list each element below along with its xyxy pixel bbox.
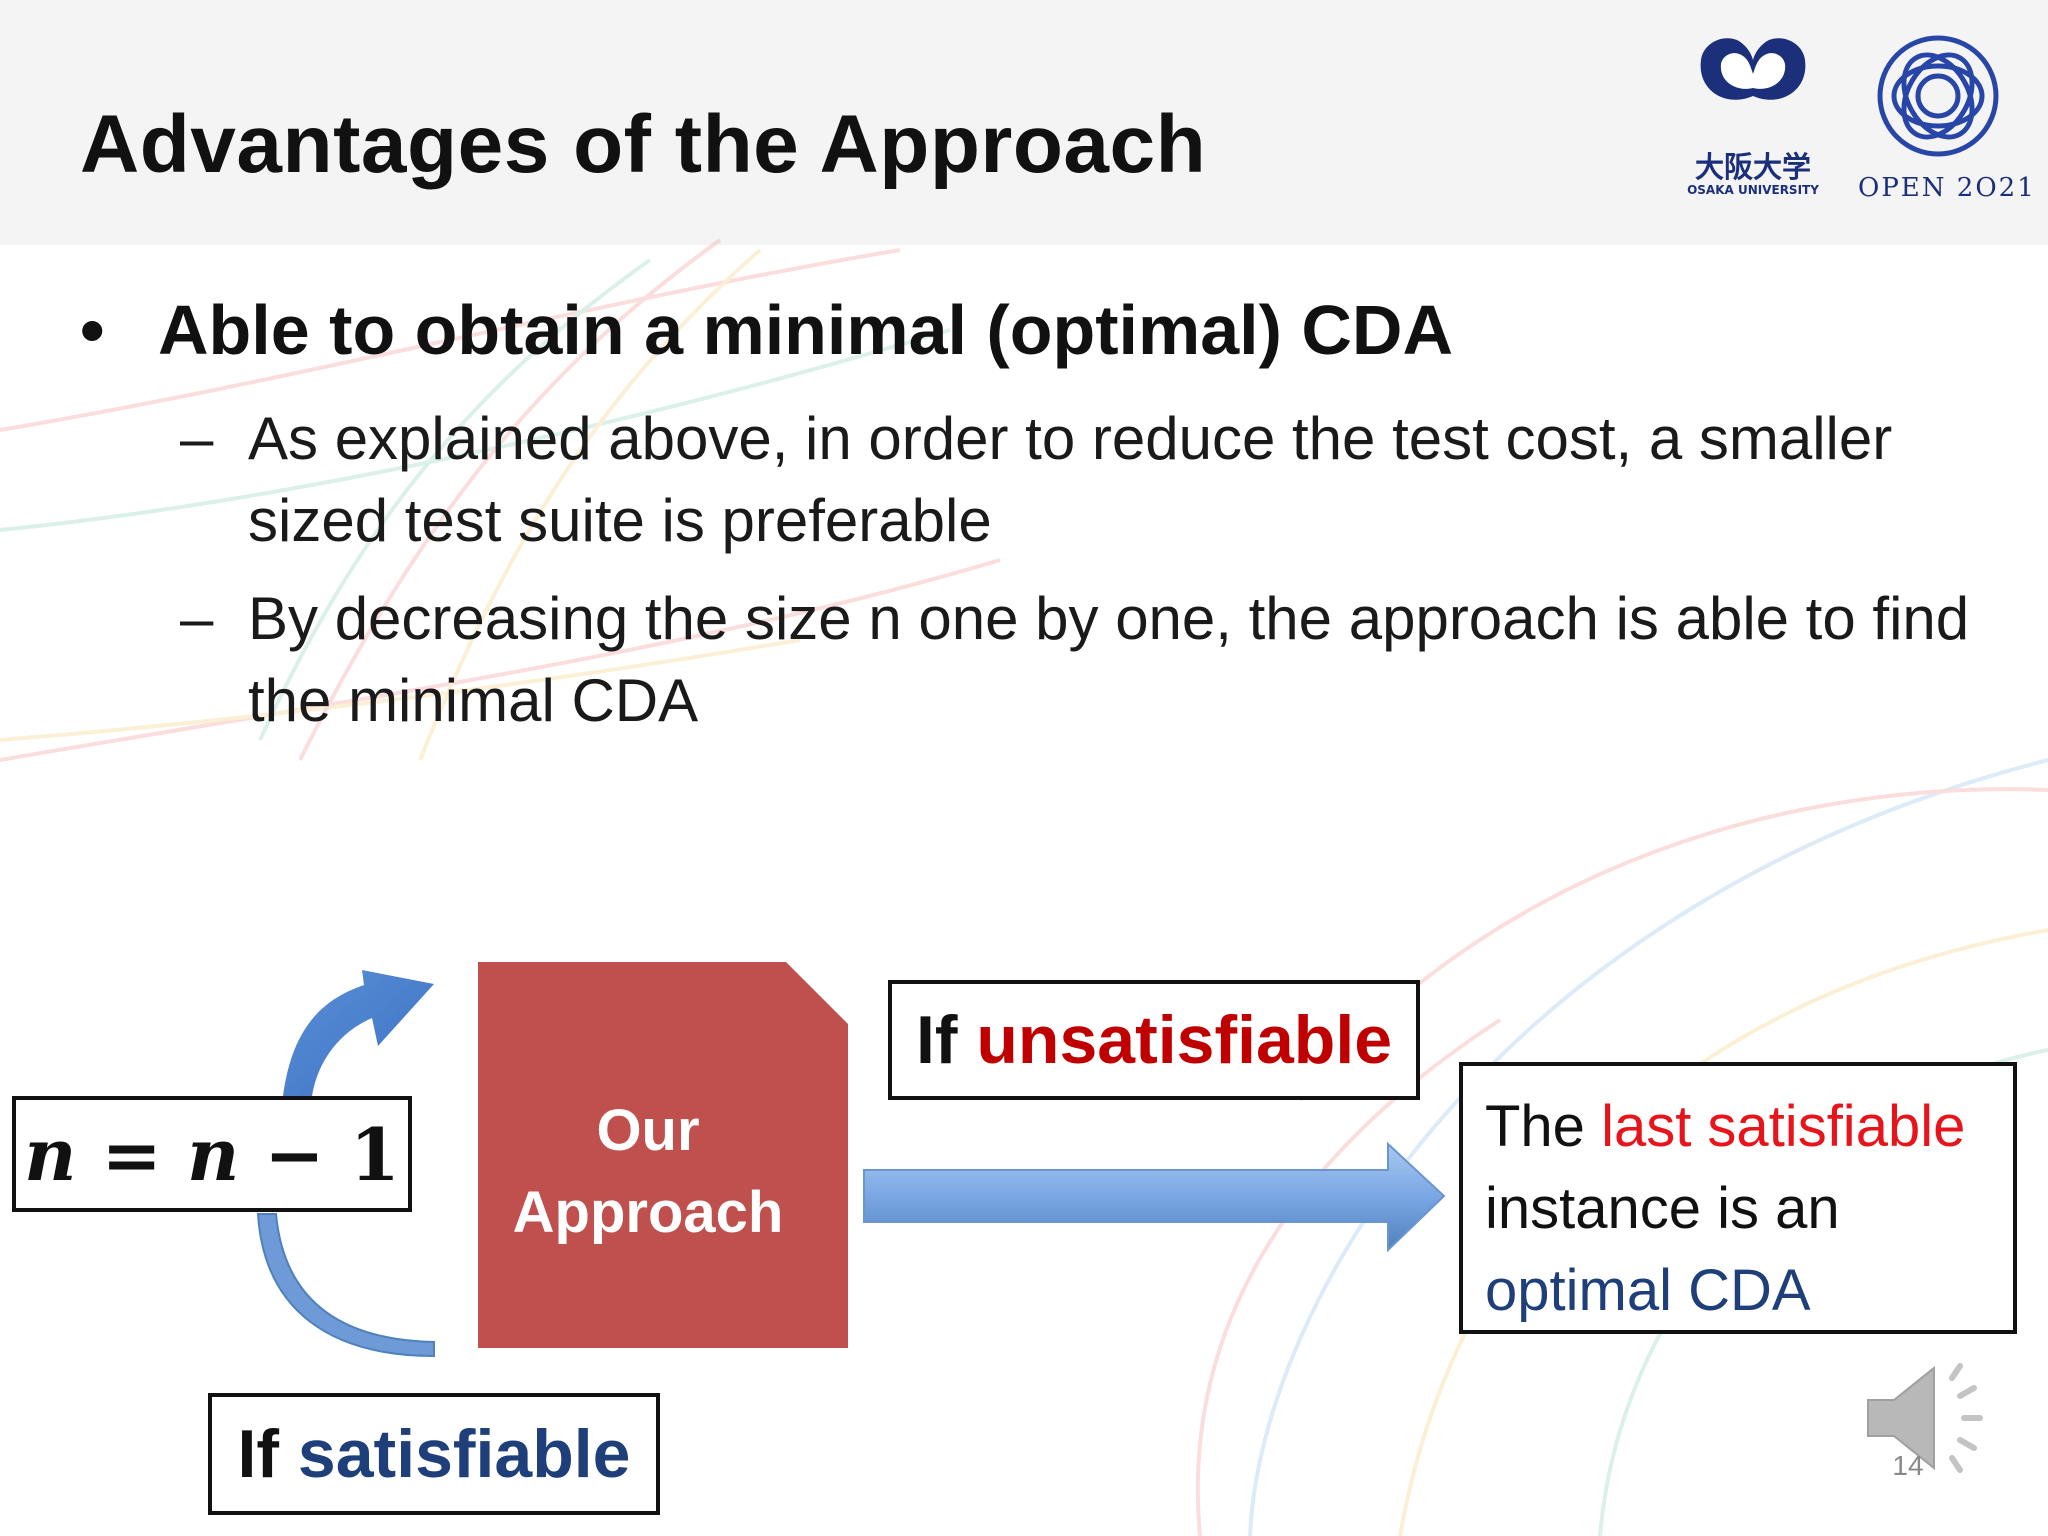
university-kanji-name: 大阪大学 <box>1694 150 1811 184</box>
satisfiable-box: If satisfiable <box>208 1393 660 1515</box>
slide-title: Advantages of the Approach <box>80 99 1207 190</box>
equation-n: n <box>186 1111 240 1197</box>
approach-label-line1: Our <box>596 1098 700 1163</box>
equation-minus: − <box>239 1111 350 1197</box>
equation-box: n = n − 1 <box>12 1096 412 1212</box>
unsatisfiable-label: If unsatisfiable <box>892 984 1416 1096</box>
ginkgo-leaf-icon <box>1700 38 1806 138</box>
loop-down-arrow <box>256 1213 435 1358</box>
unsatisfiable-box: If unsatisfiable <box>888 980 1420 1100</box>
result-highlight-optimal-cda: optimal CDA <box>1485 1258 1811 1323</box>
sub-bullet-text: As explained above, in order to reduce t… <box>248 405 1893 554</box>
interlocking-rings-icon <box>1877 35 1999 157</box>
slide-number: 14 <box>1892 1450 1924 1481</box>
bullet-symbol: • <box>80 291 105 369</box>
sat-prefix: If <box>237 1416 298 1492</box>
result-part3: instance is an <box>1485 1176 1840 1241</box>
open-2021-logo: OPEN 2O21 <box>1858 30 2036 210</box>
result-box: The last satisfiable instance is an opti… <box>1459 1062 2017 1334</box>
unsat-prefix: If <box>915 1002 977 1078</box>
osaka-university-logo: 大阪大学 OSAKA UNIVERSITY <box>1686 30 1820 210</box>
big-right-arrow <box>863 1141 1446 1253</box>
sub-bullet-text: By decreasing the size n one by one, the… <box>248 585 1970 734</box>
approach-label: Our Approach <box>478 1090 818 1254</box>
loop-up-arrow <box>283 970 434 1096</box>
approach-label-line2: Approach <box>512 1180 784 1245</box>
open-2021-text: OPEN 2O21 <box>1858 173 2036 203</box>
university-english-name: OSAKA UNIVERSITY <box>1687 183 1819 197</box>
equation-text: n = n − 1 <box>16 1100 408 1208</box>
sub-bullet-dash: – <box>180 585 214 652</box>
result-highlight-last-satisfiable: last satisfiable <box>1601 1094 1966 1159</box>
satisfiable-label: If satisfiable <box>212 1397 656 1511</box>
result-text: The last satisfiable instance is an opti… <box>1485 1086 2005 1332</box>
unsat-word: unsatisfiable <box>976 1002 1393 1078</box>
sat-word: satisfiable <box>297 1416 631 1492</box>
result-part1: The <box>1485 1094 1602 1159</box>
header-band <box>0 0 2048 245</box>
main-bullet-text: Able to obtain a minimal (optimal) CDA <box>158 291 1454 369</box>
sub-bullet-dash: – <box>180 405 214 472</box>
equation-n: n <box>24 1111 77 1197</box>
equation-one: 1 <box>349 1111 400 1197</box>
speaker-icon[interactable] <box>1860 1348 2000 1488</box>
equation-equals: = <box>76 1111 187 1197</box>
